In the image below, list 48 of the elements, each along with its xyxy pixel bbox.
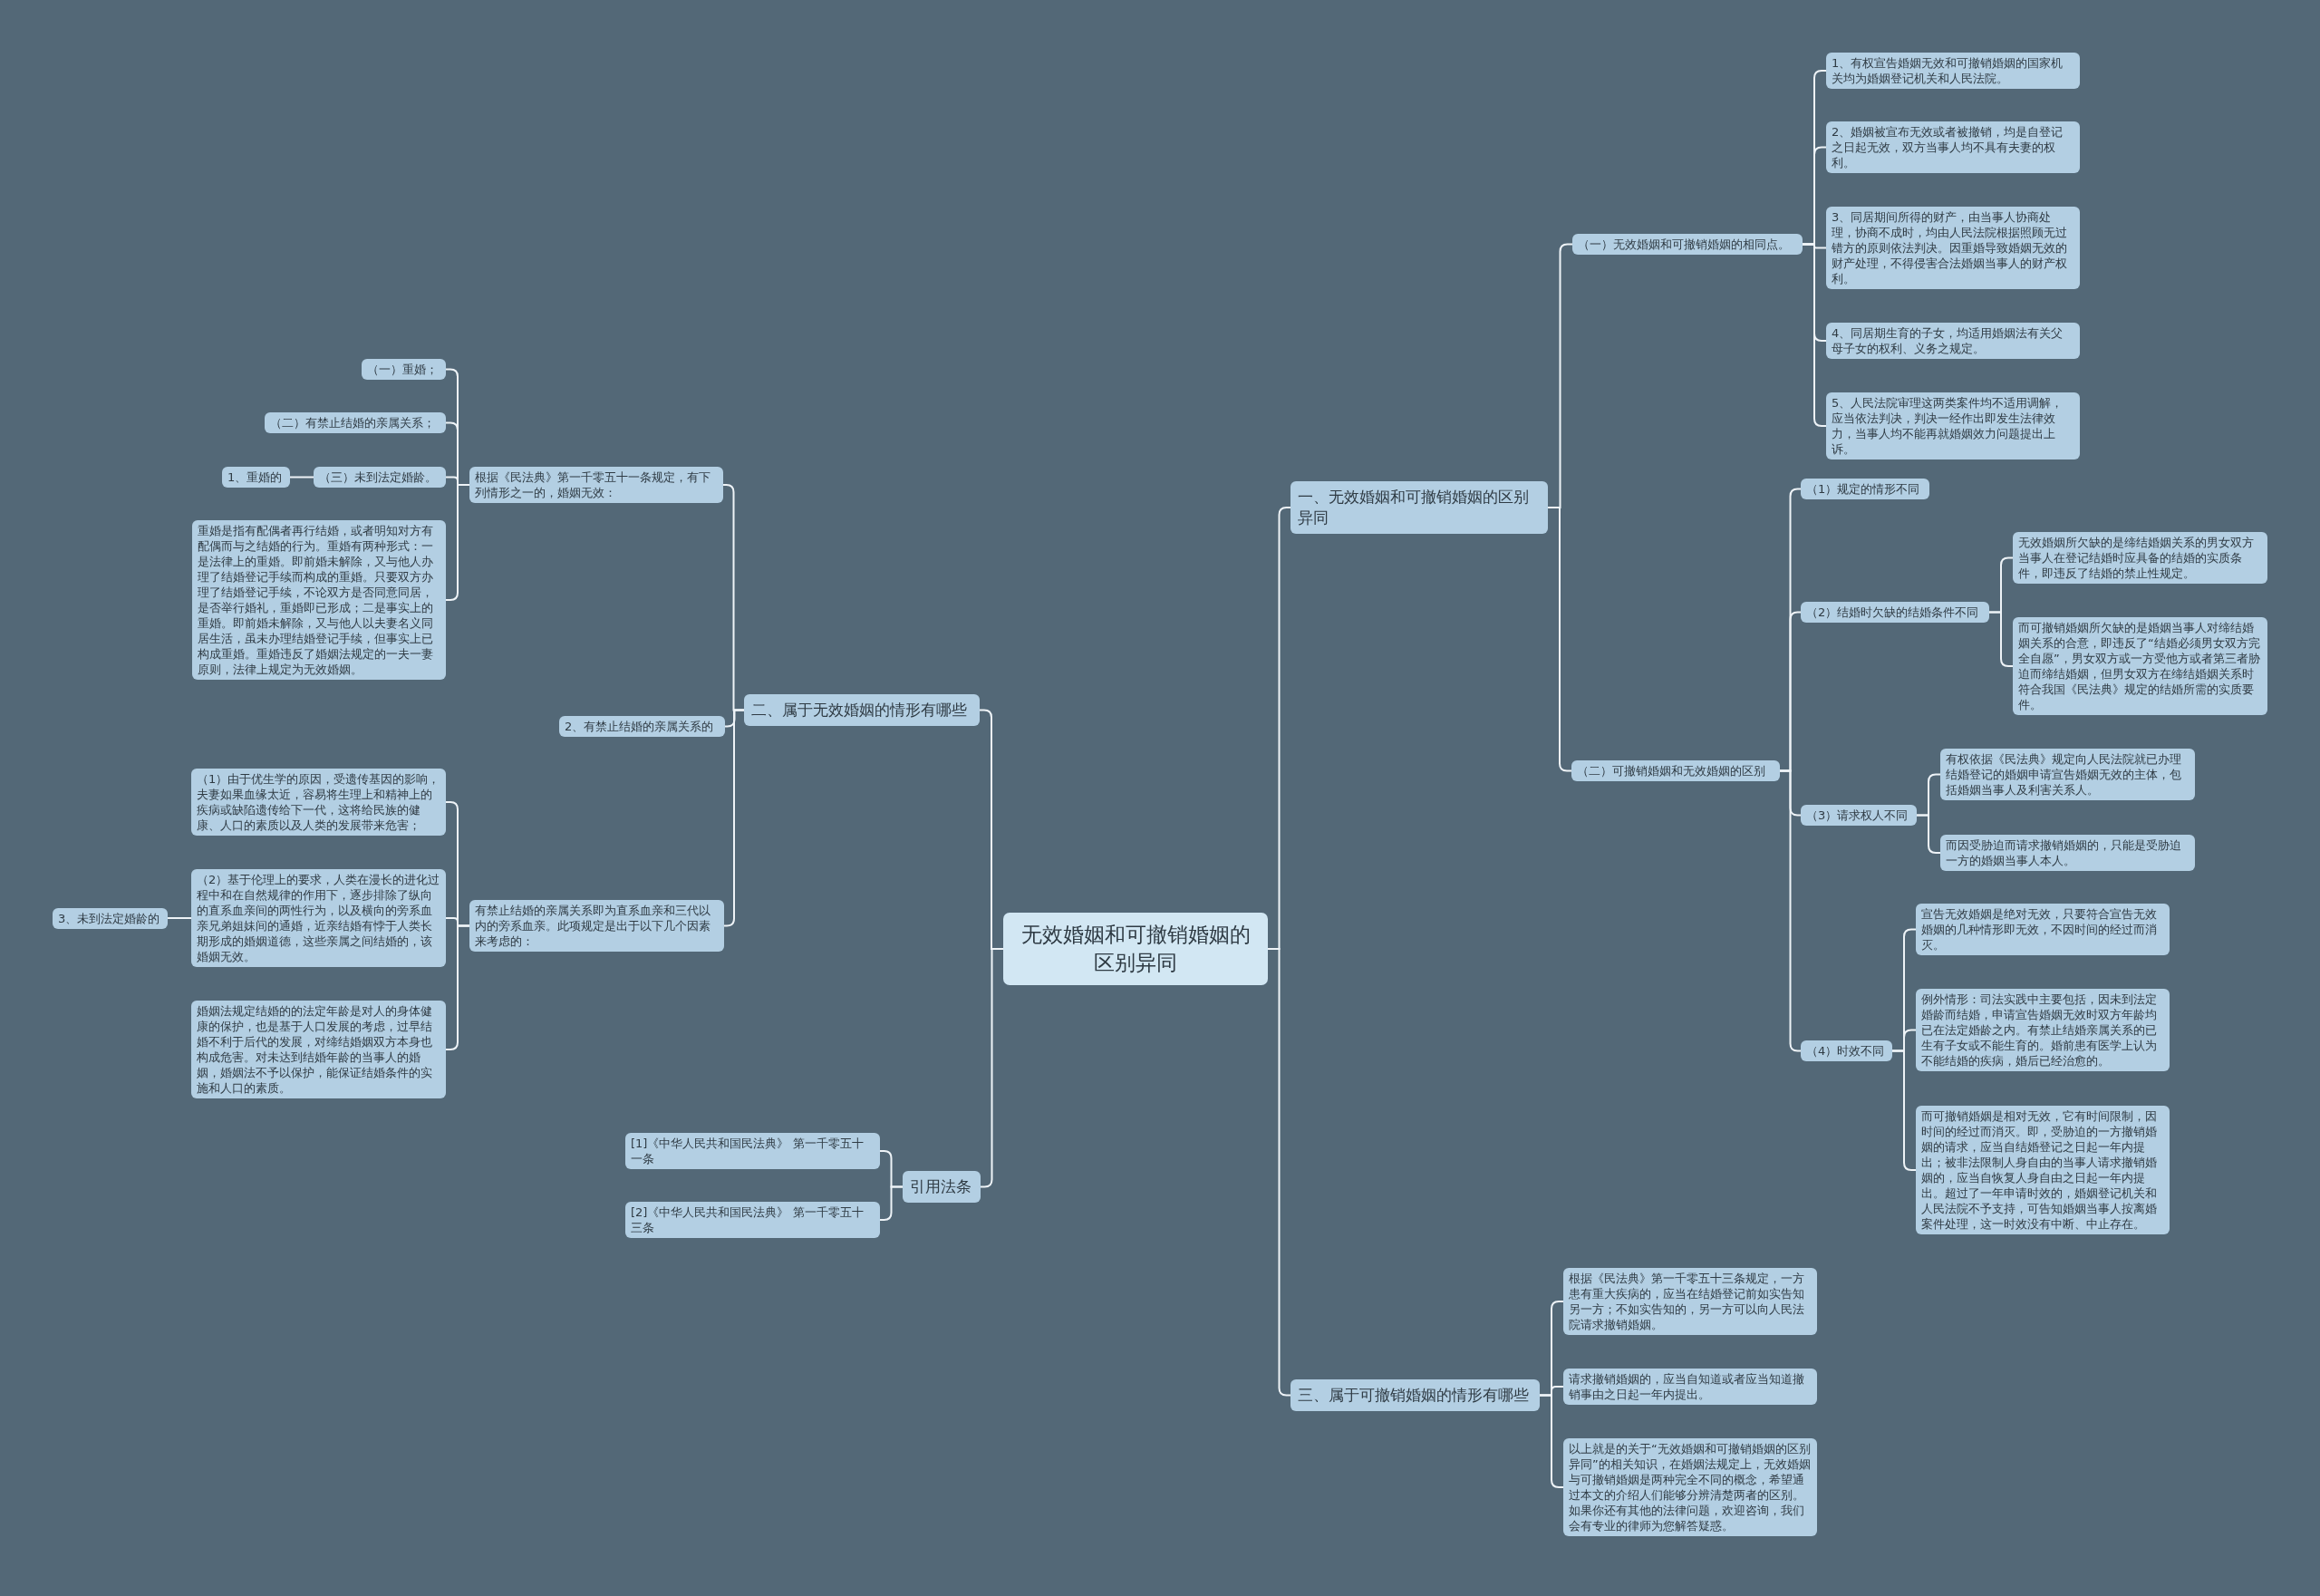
topic-box: [2]《中华人民共和国民法典》 第一千零五十三条 [625,1202,880,1238]
topic-box: 根据《民法典》第一千零五十三条规定，一方患有重大疾病的，应当在结婚登记前如实告知另一方；不如实告知的，另一方可以向人民法院请求撤销婚姻。 [1563,1268,1817,1335]
branch-topic: 一、无效婚姻和可撤销婚姻的区别异同 [1290,481,1548,534]
topic-box: 无效婚姻所欠缺的是缔结婚姻关系的男女双方当事人在登记结婚时应具备的结婚的实质条件，即违反了结婚的禁止性规定。 [2013,532,2267,584]
connector-line [445,484,470,601]
topic-box: 3、同居期间所得的财产，由当事人协商处理，协商不成时，均由人民法院根据照顾无过错方的原则依法判决。因重婚导致婚姻无效的财产处理，不得侵害合法婚姻当事人的财产权利。 [1826,207,2080,289]
topic-box: 而可撤销婚姻所欠缺的是婚姻当事人对缔结婚姻关系的合意，即违反了“结婚必须男女双方完全自愿”，男女双方或一方受他方或者第三者胁迫而缔结婚姻，但男女双方在缔结婚姻关系时符合我国《民法典》规定的结婚所需的实质要件。 [2013,617,2267,715]
topic-box: 以上就是的关于“无效婚姻和可撤销婚姻的区别异同”的相关知识，在婚姻法规定上，无效婚姻与可撤销婚姻是两种完全不同的概念，希望通过本文的介绍人们能够分辨清楚两者的区别。如果你还有其他的法律问题，欢迎咨询，我们会有专业的律师为您解答疑惑。 [1563,1438,1817,1536]
topic-box: （一）重婚； [362,359,446,380]
branch-topic: 三、属于可撤销婚姻的情形有哪些 [1290,1379,1540,1411]
branch-topic: 引用法条 [903,1171,981,1203]
topic-box: 婚姻法规定结婚的的法定年龄是对人的身体健康的保护，也是基于人口发展的考虑，过早结婚不利于后代的发展，对缔结婚姻双方本身也构成危害。对未达到结婚年龄的当事人的婚姻，婚姻法不予以保护，能保证结婚条件的实施和人口的素质。 [191,1001,446,1098]
connector-line [723,709,745,927]
connector-line [1547,507,1572,772]
topic-box: 1、重婚的 [222,467,290,488]
central-topic: 无效婚姻和可撤销婚姻的区别异同 [1003,913,1268,985]
topic-box: 1、有权宣告婚姻无效和可撤销婚姻的国家机关均为婚姻登记机关和人民法院。 [1826,53,2080,89]
topic-box: 5、人民法院审理这两类案件均不适用调解，应当依法判决，判决一经作出即发生法律效力，当事人均不能再就婚姻效力问题提出上诉。 [1826,392,2080,459]
topic-box: 2、有禁止结婚的亲属关系的 [559,716,725,737]
branch-topic: 二、属于无效婚姻的情形有哪些 [744,694,980,726]
topic-box: （4）时效不同 [1801,1040,1892,1061]
topic-box: 有权依据《民法典》规定向人民法院就已办理结婚登记的婚姻申请宣告婚姻无效的主体，包括婚姻当事人及利害关系人。 [1940,749,2195,800]
topic-box: [1]《中华人民共和国民法典》 第一千零五十一条 [625,1133,880,1169]
topic-box: （三）未到法定婚龄。 [314,467,446,488]
topic-box: 宣告无效婚姻是绝对无效，只要符合宣告无效婚姻的几种情形即无效，不因时间的经过而消灭。 [1916,904,2170,955]
topic-box: 请求撤销婚姻的，应当自知道或者应当知道撤销事由之日起一年内提出。 [1563,1369,1817,1405]
connector-line [879,1185,904,1221]
topic-box: （二）有禁止结婚的亲属关系； [265,412,446,433]
topic-box: 而因受胁迫而请求撤销婚姻的，只能是受胁迫一方的婚姻当事人本人。 [1940,835,2195,871]
topic-box: 例外情形：司法实践中主要包括，因未到法定婚龄而结婚，申请宣告婚姻无效时双方年龄均已在法定婚龄之内。有禁止结婚亲属关系的已生有子女或不能生育的。婚前患有医学上认为不能结婚的疾病，婚后已经治愈的。 [1916,989,2170,1071]
topic-box: （2）基于伦理上的要求，人类在漫长的进化过程中和在自然规律的作用下，逐步排除了纵向的直系血亲间的两性行为，以及横向的旁系血亲兄弟姐妹间的通婚，近亲结婚有悖于人类长期形成的婚姻道德，这些亲属之间结婚的，该婚姻无效。 [191,869,446,967]
topic-box: （3）请求权人不同 [1801,805,1917,826]
connector-line [1916,814,1941,854]
topic-box: （一）无效婚姻和可撤销婚姻的相同点。 [1572,234,1803,255]
connector-line [1779,769,1802,1052]
topic-box: （1）由于优生学的原因，受遗传基因的影响，夫妻如果血缘太近，容易将生理上和精神上的疾病或缺陷遗传给下一代，这将给民族的健康、人口的素质以及人类的发展带来危害； [191,769,446,836]
topic-box: （1）规定的情形不同 [1801,479,1929,499]
connector-line [289,476,314,479]
topic-box: 根据《民法典》第一千零五十一条规定，有下列情形之一的，婚姻无效： [469,467,723,503]
topic-box: 有禁止结婚的亲属关系即为直系血亲和三代以内的旁系血亲。此项规定是出于以下几个因素来考虑的： [469,900,724,952]
topic-box: 3、未到法定婚龄的 [53,908,168,929]
topic-box: 而可撤销婚姻是相对无效，它有时间限制，因时间的经过而消灭。即，受胁迫的一方撤销婚姻的请求，应当自结婚登记之日起一年内提出；被非法限制人身自由的当事人请求撤销婚姻的，应当自恢复人身自由之日起一年内提出。超过了一年申请时效的，婚姻登记机关和人民法院不予支持，可告知婚姻当事人按离婚案件处理，这一时效没有中断、中止存在。 [1916,1106,2170,1234]
topic-box: （二）可撤销婚姻和无效婚姻的区别 [1571,760,1780,781]
topic-box: 2、婚姻被宣布无效或者被撤销，均是自登记之日起无效，双方当事人均不具有夫妻的权利。 [1826,121,2080,173]
connector-line [167,917,192,919]
topic-box: 重婚是指有配偶者再行结婚，或者明知对方有配偶而与之结婚的行为。重婚有两种形式：一是法律上的重婚。即前婚未解除，又与他人办理了结婚登记手续而构成的重婚。只要双方办理了结婚登记手续，不论双方是否同意同居，是否举行婚礼，重婚即已形成；二是事实上的重婚。即前婚未解除，又与他人以夫妻名义同居生活，虽未办理结婚登记手续，但事实上已构成重婚。重婚违反了婚姻法规定的一夫一妻原则，法律上规定为无效婚姻。 [192,520,446,680]
topic-box: 4、同居期生育的子女，均适用婚姻法有关父母子女的权利、义务之规定。 [1826,323,2080,359]
topic-box: （2）结婚时欠缺的结婚条件不同 [1801,602,1989,623]
